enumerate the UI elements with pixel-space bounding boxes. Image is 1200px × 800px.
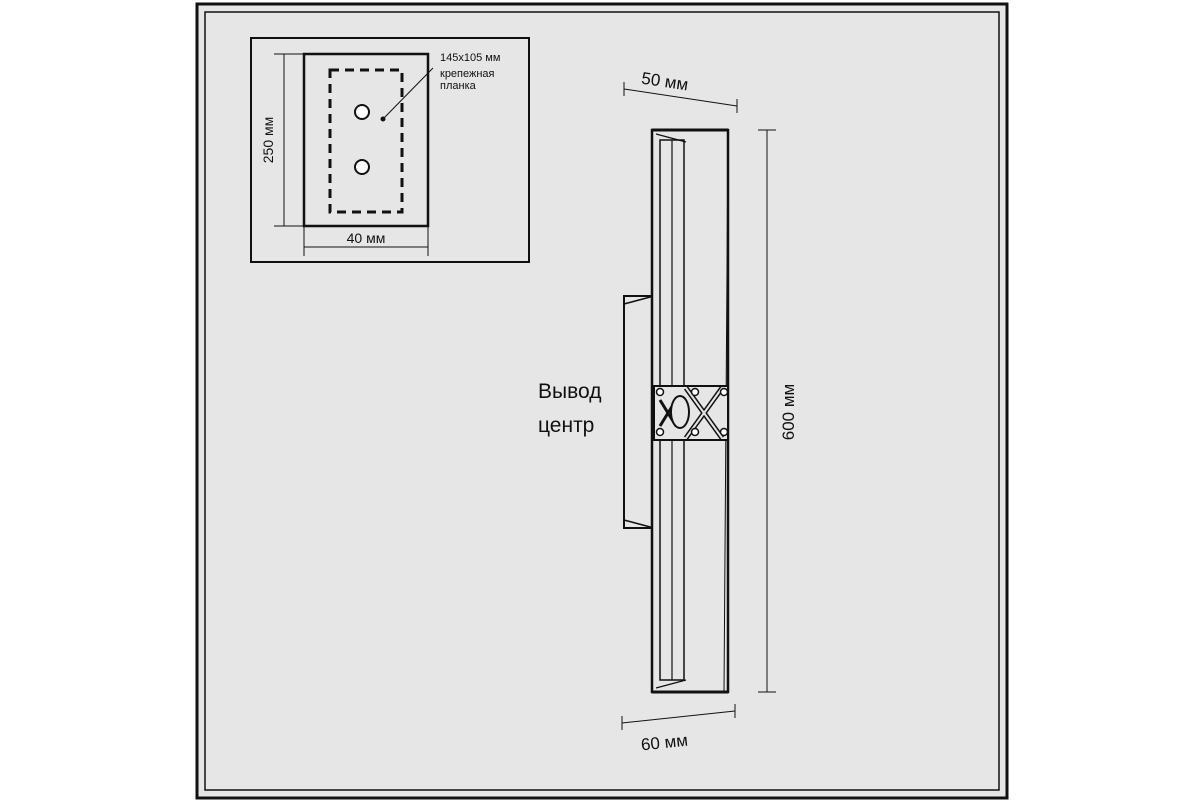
inset-border	[250, 37, 530, 263]
outlet-label-line2: центр	[538, 414, 594, 437]
mounting-hole-top	[354, 104, 370, 120]
lamp-top-bevel	[655, 133, 687, 143]
bracket-screw	[655, 387, 665, 397]
mounting-hole-bottom	[354, 159, 370, 175]
plate-label-line2: планка	[440, 80, 477, 92]
center-bracket	[653, 385, 729, 441]
canopy-outline	[302, 52, 430, 228]
wall-plate-bottom-edge	[623, 519, 655, 529]
mounting-plate-dashed	[328, 68, 404, 214]
bottom-depth-dim-line	[621, 710, 736, 724]
wall-lamp-drawing: 50 мм 60 мм 600 мм Вывод центр	[538, 69, 798, 755]
inner-frame	[204, 11, 1000, 791]
plate-size-label: 145x105 мм	[440, 52, 500, 64]
bottom-depth-label: 60 мм	[640, 731, 689, 755]
wall-plate-top-edge	[623, 295, 655, 305]
bracket-screw	[655, 427, 665, 437]
inset-height-label: 250 мм	[260, 117, 276, 164]
bracket-screw	[690, 427, 700, 437]
top-depth-dim-line	[623, 88, 738, 107]
plate-label-line1: крепежная	[440, 68, 495, 80]
mounting-plate-inset: 145x105 мм крепежная планка 250 мм 40 мм	[250, 37, 530, 263]
bracket-screw	[690, 387, 700, 397]
bracket-screw	[719, 387, 729, 397]
leader-line	[382, 67, 434, 120]
wall-plate	[623, 295, 655, 529]
height-label: 600 мм	[779, 384, 798, 440]
outlet-label-line1: Вывод	[538, 380, 602, 403]
wire-outlet	[670, 395, 690, 429]
lamp-bottom-bevel	[655, 679, 687, 689]
inset-width-label: 40 мм	[347, 230, 386, 246]
bracket-screw	[719, 427, 729, 437]
